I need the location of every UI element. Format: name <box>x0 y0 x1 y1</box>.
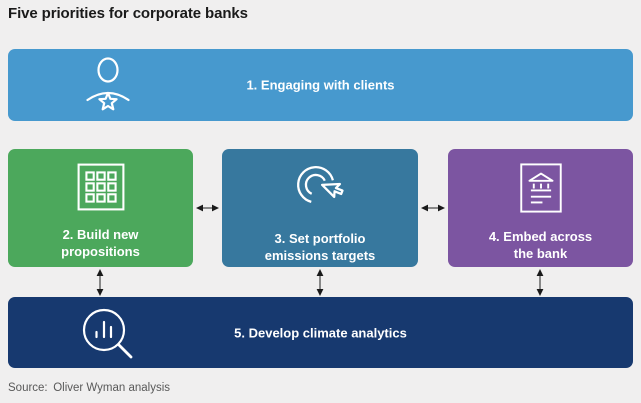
priority-label: 5. Develop climate analytics <box>234 325 407 340</box>
click-cursor-icon <box>293 162 347 221</box>
double-arrow-box4-box5 <box>536 269 544 296</box>
priority-box-climate-analytics: 5. Develop climate analytics <box>8 297 633 368</box>
double-arrow-box2-box5 <box>96 269 104 296</box>
person-star-icon <box>85 56 131 119</box>
priority-label: 2. Build new propositions <box>61 227 140 259</box>
source-label: Source: <box>8 382 48 394</box>
priority-box-embed-bank: 4. Embed across the bank <box>448 149 633 267</box>
bank-document-icon <box>518 162 564 219</box>
double-arrow-box3-box4 <box>421 204 445 212</box>
priority-label: 1. Engaging with clients <box>246 77 395 93</box>
source-line: Source: Oliver Wyman analysis <box>8 382 170 394</box>
magnifier-chart-icon <box>77 304 139 367</box>
double-arrow-box2-box3 <box>196 204 219 212</box>
page-title: Five priorities for corporate banks <box>8 5 248 22</box>
priority-label: 3. Set portfolio emissions targets <box>264 231 376 263</box>
priority-label: 4. Embed across the bank <box>488 229 593 261</box>
priority-box-build-propositions: 2. Build new propositions <box>8 149 193 267</box>
priority-box-emissions-targets: 3. Set portfolio emissions targets <box>222 149 418 267</box>
priority-box-engaging-clients: 1. Engaging with clients <box>8 49 633 121</box>
building-grid-icon <box>76 162 126 217</box>
double-arrow-box3-box5 <box>316 269 324 296</box>
source-text: Oliver Wyman analysis <box>53 382 171 394</box>
